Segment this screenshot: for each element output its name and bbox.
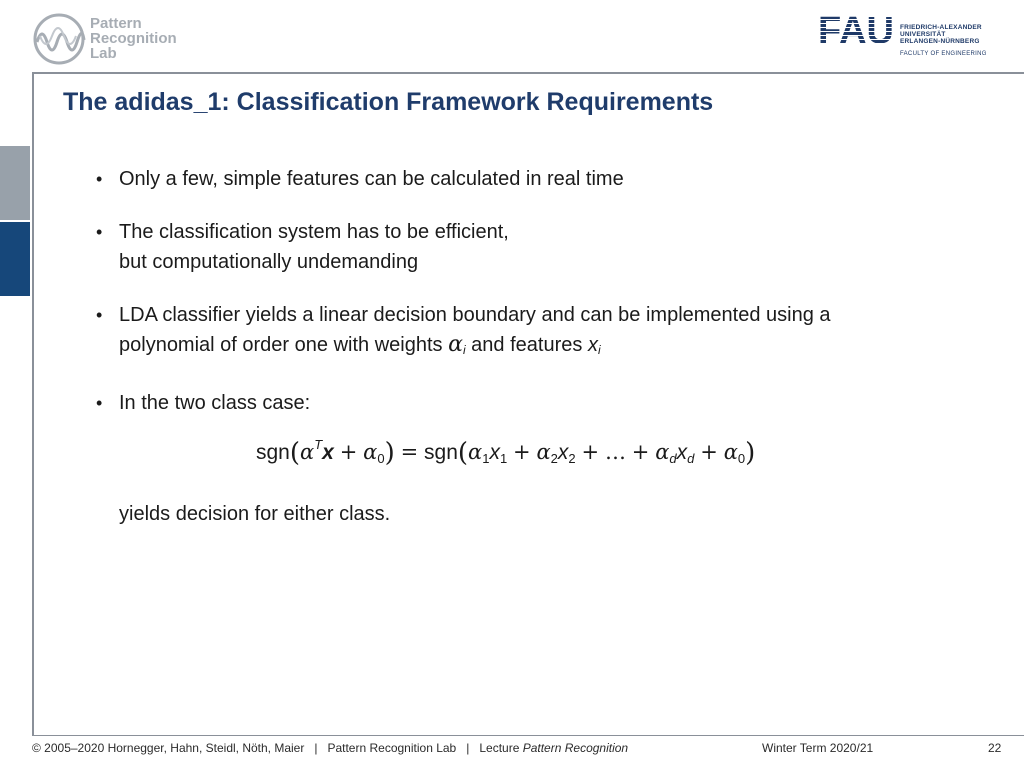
- footer-lecture-name: Pattern Recognition: [522, 741, 629, 755]
- fau-logo: FAU FRIEDRICH-ALEXANDER UNIVERSITÄT ERLA…: [818, 10, 998, 62]
- x-symbol: x: [676, 441, 688, 464]
- x-symbol: x: [587, 334, 598, 356]
- fau-faculty: FACULTY OF ENGINEERING: [900, 51, 987, 57]
- alpha-symbol: α: [536, 440, 551, 464]
- lab-logo-text: Pattern Recognition Lab: [90, 16, 177, 61]
- fau-wordmark: FAU: [818, 12, 894, 46]
- bullet-text: polynomial of order one with weights: [119, 334, 443, 356]
- subscript: d: [687, 451, 695, 466]
- frame-bottom-rule: [32, 735, 1024, 736]
- alpha-symbol: α: [300, 440, 315, 464]
- footer-term: Winter Term 2020/21: [762, 741, 874, 755]
- bullet-text: and features: [471, 334, 583, 356]
- bullet-text: The classification system has to be effi…: [119, 221, 509, 243]
- bullet-dot-icon: •: [96, 393, 103, 413]
- bullet-text: In the two class case:: [119, 392, 311, 414]
- subscript: 2: [568, 451, 576, 466]
- bullet-dot-icon: •: [96, 305, 103, 325]
- lab-wave-logo-icon: [33, 13, 86, 65]
- alpha-subscript: i: [462, 343, 466, 357]
- alpha-symbol: α: [655, 440, 670, 464]
- fau-name-line: UNIVERSITÄT: [900, 31, 946, 38]
- svg-text:FAU: FAU: [818, 12, 894, 46]
- bullet-dot-icon: •: [96, 169, 103, 189]
- side-section-tab-active: [0, 222, 30, 296]
- bullet-item: • The classification system has to be ef…: [96, 217, 996, 277]
- slide-header: Pattern Recognition Lab FAU FRIEDRICH-AL…: [0, 0, 1024, 72]
- ellipsis: …: [604, 440, 626, 464]
- footer-copyright: © 2005–2020 Hornegger, Hahn, Steidl, Nöt…: [32, 741, 523, 755]
- conclusion-text: yields decision for either class.: [119, 503, 391, 525]
- bullet-text: Only a few, simple features can be calcu…: [119, 168, 624, 190]
- bullet-text: LDA classifier yields a linear decision …: [119, 304, 831, 326]
- alpha-symbol: α: [448, 332, 463, 357]
- slide-title: The adidas_1: Classification Framework R…: [63, 88, 714, 116]
- lab-logo-line: Pattern: [90, 15, 142, 32]
- subscript: 0: [737, 451, 746, 466]
- bullet-item: • In the two class case:: [96, 388, 996, 418]
- bullet-item: • LDA classifier yields a linear decisio…: [96, 300, 996, 365]
- bullet-text-with-math: polynomial of order one with weights αi …: [119, 330, 996, 365]
- x-symbol: x: [489, 441, 500, 464]
- lab-logo-line: Recognition: [90, 30, 177, 47]
- fau-name-line: FRIEDRICH-ALEXANDER: [900, 24, 982, 31]
- footer-credits: © 2005–2020 Hornegger, Hahn, Steidl, Nöt…: [32, 741, 628, 755]
- page-number: 22: [988, 741, 1002, 755]
- x-symbol: x: [557, 441, 569, 464]
- subscript: 1: [499, 451, 508, 466]
- frame-left-rule: [32, 72, 34, 736]
- sgn-label: sgn: [256, 441, 290, 464]
- slide-bullet-list: • Only a few, simple features can be cal…: [96, 164, 996, 441]
- subscript: 0: [377, 451, 385, 466]
- bullet-item: • Only a few, simple features can be cal…: [96, 164, 996, 194]
- subscript: 1: [482, 451, 490, 466]
- alpha-symbol: α: [723, 440, 738, 464]
- bullet-dot-icon: •: [96, 222, 103, 242]
- subscript: 2: [550, 451, 558, 466]
- alpha-symbol: α: [468, 440, 483, 464]
- subscript: d: [669, 451, 677, 466]
- sgn-label: sgn: [424, 441, 458, 464]
- lab-logo-line: Lab: [90, 45, 117, 62]
- frame-top-rule: [32, 72, 1024, 74]
- pattern-recognition-lab-logo: Pattern Recognition Lab: [32, 10, 202, 68]
- decision-formula: sgn(αTx + α0) = sgn(α1x1 + α2x2 + … + αd…: [256, 437, 756, 468]
- side-section-tab: [0, 146, 30, 220]
- bullet-text: but computationally undemanding: [119, 251, 419, 273]
- x-vector-symbol: x: [322, 441, 334, 464]
- fau-name: FRIEDRICH-ALEXANDER UNIVERSITÄT ERLANGEN…: [900, 24, 982, 45]
- x-subscript: i: [597, 343, 601, 357]
- alpha-symbol: α: [363, 440, 378, 464]
- transpose-superscript: T: [314, 437, 323, 452]
- fau-name-line: ERLANGEN-NÜRNBERG: [900, 38, 980, 45]
